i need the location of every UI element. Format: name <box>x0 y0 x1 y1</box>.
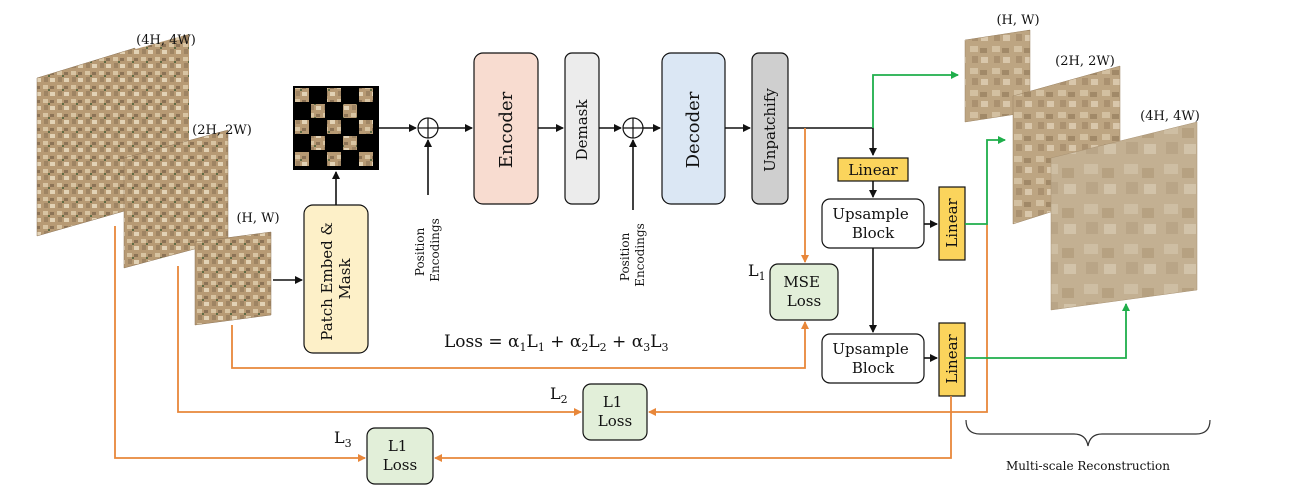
output-label-1x: (H, W) <box>996 13 1039 28</box>
upsample-2-line1: Upsample <box>832 340 909 358</box>
loss-label-l1: L1 <box>748 261 766 283</box>
input-label-4x: (4H, 4W) <box>136 33 196 48</box>
patch-embed-label-line1: Patch Embed & <box>318 222 336 341</box>
position-encodings-label-2: Position Encodings <box>618 223 647 287</box>
upsample-1-line1: Upsample <box>832 205 909 223</box>
output-image-4x <box>1050 121 1198 311</box>
demask-block: Demask <box>564 52 600 205</box>
mse-loss-block: MSE Loss <box>769 263 839 321</box>
input-image-1x <box>194 231 272 326</box>
add-node-1 <box>417 117 439 139</box>
reconstruction-brace: Multi-scale Reconstruction <box>965 419 1211 473</box>
upsample-block-1: Upsample Block <box>821 198 925 249</box>
loss-label-l3: L3 <box>334 428 352 450</box>
linear-mid-label: Linear <box>943 197 961 247</box>
output-image-stack: (H, W) (2H, 2W) (4H, 4W) <box>964 13 1200 311</box>
loss-formula: Loss = α1L1 + α2L2 + α3L3 <box>444 332 669 354</box>
l1-loss-2-line2: Loss <box>598 412 632 430</box>
svg-text:MSE Loss: MSE Loss <box>783 273 824 310</box>
l1-loss-block-3: L1 Loss <box>366 427 434 485</box>
input-image-4x <box>36 47 136 237</box>
patch-embed-mask-block: Patch Embed & Mask <box>303 204 369 354</box>
svg-text:L1 Loss: L1 Loss <box>383 437 417 474</box>
position-encodings-label-1: Position Encodings <box>413 218 442 282</box>
upsample-block-2: Upsample Block <box>821 333 925 384</box>
svg-text:Upsample Block: Upsample Block <box>832 340 913 377</box>
l1-loss-3-line1: L1 <box>388 437 408 455</box>
unpatchify-label: Unpatchify <box>761 88 779 172</box>
input-label-1x: (H, W) <box>236 211 279 226</box>
svg-text:Patch Embed & Mask: Patch Embed & Mask <box>318 217 354 340</box>
input-label-2x: (2H, 2W) <box>192 123 252 138</box>
upsample-2-line2: Block <box>852 359 895 377</box>
mse-loss-line2: Loss <box>787 292 821 310</box>
unpatchify-block: Unpatchify <box>751 52 789 205</box>
decoder-label: Decoder <box>683 91 704 168</box>
encoder-label: Encoder <box>496 91 517 168</box>
loss-flow-arrows <box>114 128 988 462</box>
linear-bot-label: Linear <box>943 333 961 383</box>
svg-text:Upsample Block: Upsample Block <box>832 205 913 242</box>
output-label-2x: (2H, 2W) <box>1055 54 1115 69</box>
l1-loss-3-line2: Loss <box>383 456 417 474</box>
svg-text:L1 Loss: L1 Loss <box>598 393 632 430</box>
mse-loss-line1: MSE <box>783 273 820 291</box>
l1-loss-block-2: L1 Loss <box>582 383 648 441</box>
linear-block-bot: Linear <box>938 322 966 397</box>
masked-patches-image <box>293 86 379 170</box>
l1-loss-2-line1: L1 <box>603 393 623 411</box>
patch-embed-label-line2: Mask <box>336 258 354 300</box>
output-label-4x: (4H, 4W) <box>1140 109 1200 124</box>
reconstruction-caption: Multi-scale Reconstruction <box>1006 459 1170 473</box>
linear-block-mid: Linear <box>938 186 966 261</box>
linear-top-label: Linear <box>848 161 898 179</box>
upsample-1-line2: Block <box>852 224 895 242</box>
demask-label: Demask <box>573 99 591 161</box>
linear-block-top: Linear <box>837 157 909 182</box>
decoder-block: Decoder <box>661 52 726 205</box>
reconstruction-arrows <box>872 71 1130 359</box>
input-image-stack: (4H, 4W) (2H, 2W) (H, W) <box>36 33 280 326</box>
loss-label-l2: L2 <box>550 384 568 406</box>
main-flow-arrows <box>273 124 938 362</box>
encoder-block: Encoder <box>473 52 539 205</box>
add-node-2 <box>622 117 644 139</box>
